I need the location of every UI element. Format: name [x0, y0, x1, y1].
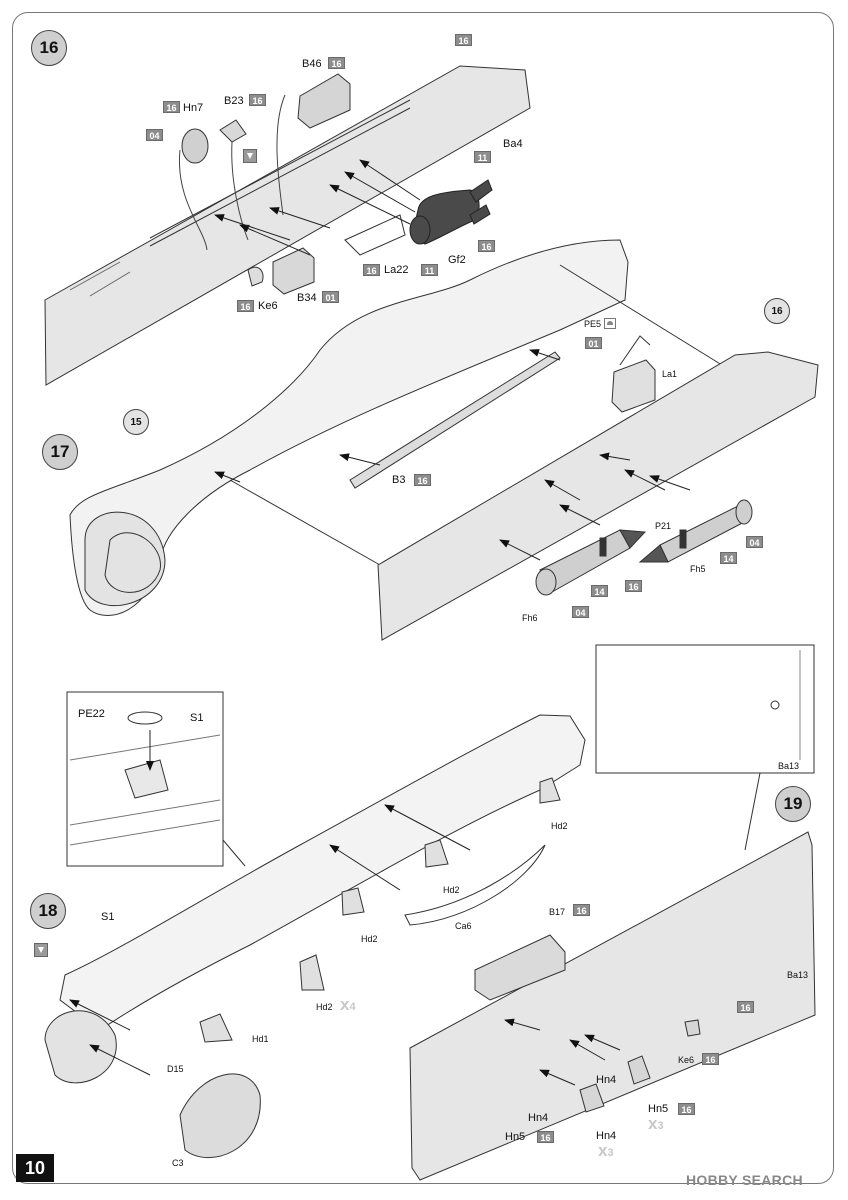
tag-14-fh6: 14 [591, 585, 608, 597]
panel-ba4 [44, 65, 531, 386]
label-hn4-b: Hn4 [528, 1112, 549, 1124]
page-frame [12, 12, 834, 1184]
multiplier-hd2: x4 [340, 995, 356, 1014]
label-fh6: Fh6 [522, 613, 538, 623]
glue-icon [243, 149, 257, 163]
step-17-badge: 17 [42, 434, 78, 470]
tag-b23: 16 [249, 94, 266, 106]
tag-la22: 16 [363, 264, 380, 276]
label-b17: B17 [549, 907, 566, 917]
label-pe22: PE22 [78, 708, 105, 720]
tag-b46: 16 [328, 57, 345, 69]
tag-ke6-b: 16 [702, 1053, 719, 1065]
tag-ba13: 16 [737, 1001, 754, 1013]
tag-hn5-a: 16 [678, 1103, 695, 1115]
label-s1-inset: S1 [190, 712, 204, 724]
substep-16-badge: 16 [764, 298, 790, 324]
label-ke6-b: Ke6 [678, 1055, 695, 1065]
tag-pe5: 01 [585, 337, 602, 349]
tag-ke6-a: 16 [237, 300, 254, 312]
tag-b34: 01 [322, 291, 339, 303]
tag-b3: 16 [414, 474, 431, 486]
watermark: HOBBY SEARCH [686, 1172, 803, 1188]
tag-16-fh: 16 [625, 580, 642, 592]
tag-hn7: 16 [163, 101, 180, 113]
label-hn4-c: Hn4 [596, 1130, 617, 1142]
label-gf2: Gf2 [448, 254, 466, 266]
label-hn5-b: Hn5 [505, 1131, 526, 1143]
multiplier-hn5: x3 [648, 1114, 664, 1133]
tag-hn5-b: 16 [537, 1131, 554, 1143]
tag-b17: 16 [573, 904, 590, 916]
multiplier-hn4: x3 [598, 1141, 614, 1160]
label-b34: B34 [297, 292, 317, 304]
substep-15-badge: 15 [123, 409, 149, 435]
tag-04-hn7: 04 [146, 129, 163, 141]
page-number: 10 [16, 1154, 54, 1182]
label-s1: S1 [101, 911, 115, 923]
label-d15: D15 [167, 1064, 184, 1074]
label-ba13: Ba13 [787, 970, 809, 980]
label-ba4: Ba4 [503, 138, 523, 150]
tag-gf2: 16 [478, 240, 495, 252]
label-ca6: Ca6 [455, 921, 472, 931]
tag-11-gf2: 11 [474, 151, 491, 163]
label-p21: P21 [655, 521, 672, 531]
tag-11-gf2b: 11 [421, 264, 438, 276]
label-hn4-a: Hn4 [596, 1074, 617, 1086]
glue-icon [34, 943, 48, 957]
label-hn7: Hn7 [183, 102, 204, 114]
label-fh5: Fh5 [690, 564, 706, 574]
label-hd2-d: Hd2 [316, 1002, 333, 1012]
label-la1: La1 [662, 369, 678, 379]
step-18-badge: 18 [30, 893, 66, 929]
tag-04-fh6: 04 [572, 606, 589, 618]
tag-ba4: 16 [455, 34, 472, 46]
label-ba13-inset: Ba13 [778, 761, 800, 771]
label-hd2-c: Hd2 [361, 934, 378, 944]
label-hd1: Hd1 [252, 1034, 269, 1044]
label-hd2-a: Hd2 [551, 821, 568, 831]
label-b23: B23 [224, 95, 244, 107]
label-hd2-b: Hd2 [443, 885, 460, 895]
step-16-badge: 16 [31, 30, 67, 66]
step-19-badge: 19 [775, 786, 811, 822]
label-pe5: PE5 [584, 319, 602, 329]
label-hn5-a: Hn5 [648, 1103, 669, 1115]
label-ke6-a: Ke6 [258, 300, 278, 312]
label-b3: B3 [392, 474, 406, 486]
tag-04-fh5: 04 [746, 536, 763, 548]
label-c3: C3 [172, 1158, 184, 1168]
tag-14-fh5: 14 [720, 552, 737, 564]
photo-etch-icon [604, 318, 616, 329]
label-b46: B46 [302, 58, 322, 70]
label-la22: La22 [384, 264, 409, 276]
